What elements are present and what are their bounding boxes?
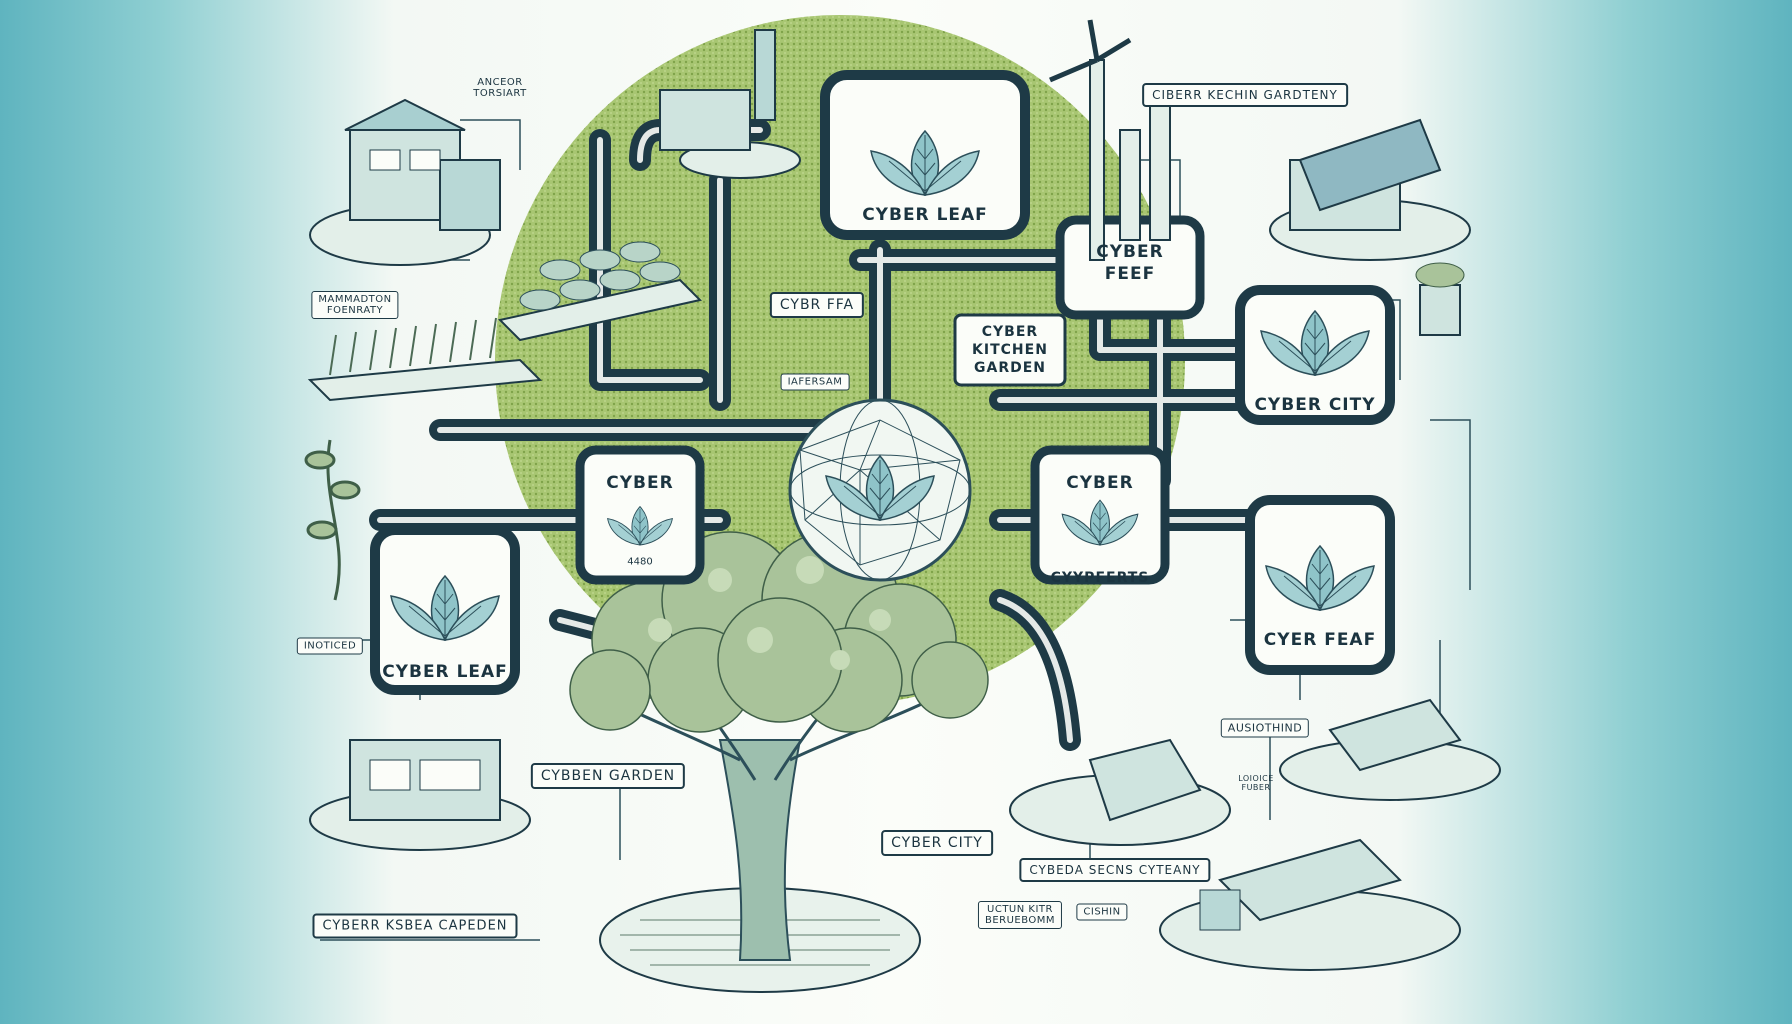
tag-lolice: LOIOICE FUBER [1238, 774, 1274, 792]
card-top-leaf-label: CYBER LEAF [862, 205, 988, 225]
tag-cyben-garden: CYBBEN GARDEN [530, 763, 686, 789]
leaf-field [498, 241, 702, 342]
card-cyber-left-code: 4480 [627, 556, 653, 568]
card-feaf-right [1245, 495, 1395, 675]
central-tree [569, 531, 989, 993]
card-leaf-left-label: CYBER LEAF [382, 662, 508, 682]
warehouse-right [1279, 698, 1501, 801]
wind-turbine [1049, 19, 1171, 261]
tag-mammadton: MAMMADTON FOENRATY [311, 291, 399, 319]
card-cyber-mid-label: CYBER [1066, 473, 1134, 493]
potted-plant-right [1415, 262, 1465, 336]
card-kitchen-garden-label: CYBER KITCHEN GARDEN [972, 324, 1048, 376]
card-cyber-left [575, 445, 705, 585]
card-cyber-city-label: CYBER CITY [1254, 395, 1376, 415]
card-cyber-mid [1030, 445, 1170, 585]
tag-cyber-city-bottom: CYBER CITY [881, 830, 993, 856]
card-kitchen-garden [953, 313, 1067, 387]
shop-bottom-left [309, 739, 531, 851]
tag-intoiced: INOTICED [296, 637, 364, 655]
barn-bottom-center [1009, 738, 1231, 846]
card-leaf-left [370, 525, 520, 695]
network-sphere [788, 398, 972, 582]
crop-platform-left [307, 317, 543, 402]
vine-plant-left [304, 439, 361, 601]
lab-top [659, 29, 801, 179]
factory-top-left [309, 98, 501, 266]
tag-cybr-ffa: CYBR FFA [769, 292, 865, 318]
card-feaf-right-label: CYER FEAF [1263, 630, 1377, 650]
card-top-leaf [820, 70, 1030, 240]
card-cyber-feef-label: CYBER FEEF [1096, 242, 1164, 284]
card-cyber-mid-sub: CYYPFERTS [1050, 570, 1150, 586]
greenhouse-top-right [1269, 118, 1471, 261]
tag-ancor: ANCEOR TORSIART [473, 77, 527, 99]
tag-cishin: CISHIN [1076, 903, 1128, 921]
server-farm-bottom-right [1159, 838, 1461, 971]
card-cyber-city [1235, 285, 1395, 425]
tag-kitchen-top: CIBERR KECHIN GARDTENY [1142, 83, 1348, 107]
tag-cyber-cabbea: CYBERR KSBEA CAPEDEN [312, 913, 518, 939]
tag-iafersam: IAFERSAM [780, 373, 850, 391]
tag-cybeda: CYBEDA SECNS CYTEANY [1019, 858, 1211, 882]
card-cyber-left-label: CYBER [606, 473, 674, 493]
tag-uctun: UCTUN KITR BERUEBOMM [977, 901, 1063, 929]
tag-ausiothind: AUSIOTHIND [1220, 718, 1310, 738]
